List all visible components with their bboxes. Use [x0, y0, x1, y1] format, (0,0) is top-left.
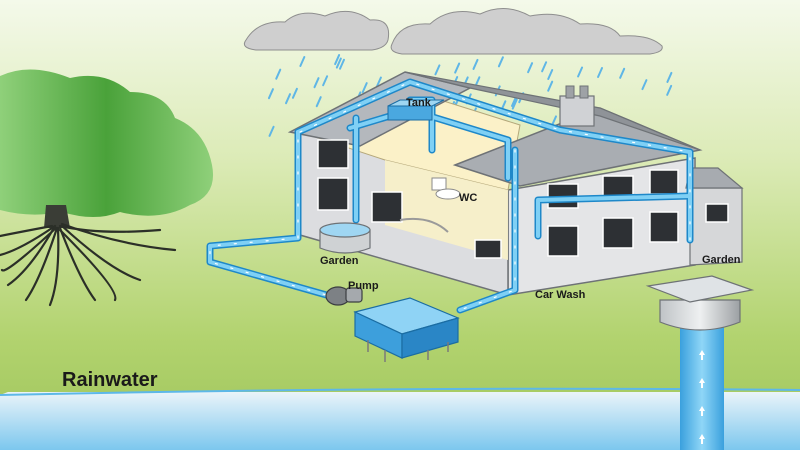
rain-drop: [315, 96, 322, 108]
rain-drop: [275, 68, 282, 80]
diagram-title: Rainwater: [62, 369, 158, 391]
up-arrow-icon: [699, 406, 705, 416]
rain-drop: [619, 67, 626, 79]
rain-drop: [597, 66, 604, 78]
ground-water: [0, 392, 800, 450]
label-tank: Tank: [406, 97, 432, 109]
rain-drop: [285, 93, 292, 105]
label-garden-right: Garden: [702, 254, 741, 266]
well-icon: [645, 275, 755, 450]
rain-drop: [547, 80, 554, 92]
up-arrow-icon: [699, 378, 705, 388]
rain-drop: [434, 64, 441, 76]
rain-drop: [666, 71, 673, 83]
rain-drop: [472, 58, 479, 70]
rain-drop: [267, 88, 274, 100]
rain-drop: [497, 56, 504, 68]
rain-drop: [511, 95, 518, 107]
rain-drop: [335, 57, 342, 69]
water-pipes: [206, 78, 694, 314]
rain-drop: [313, 77, 320, 89]
rain-drop: [641, 79, 648, 91]
tree-icon: [0, 69, 214, 307]
rain-drop: [577, 66, 584, 78]
pump-icon: [325, 286, 363, 306]
rain-barrel-icon: [319, 222, 371, 254]
rain-drop: [541, 61, 548, 73]
tank-icon: [387, 99, 445, 121]
rain-drop: [511, 98, 518, 110]
rain-drop: [299, 55, 306, 67]
label-car-wash: Car Wash: [535, 289, 586, 301]
rain-drop: [550, 115, 557, 127]
rain-drop: [339, 58, 346, 70]
rain-drop: [527, 62, 534, 74]
rain-drop: [666, 84, 673, 96]
label-wc: WC: [459, 192, 477, 204]
house-icon: [287, 71, 744, 296]
storage-tank-icon: [353, 297, 460, 362]
rain-drop: [334, 54, 341, 66]
rain-drop: [361, 82, 368, 94]
label-pump: Pump: [348, 280, 379, 292]
rain-drop: [547, 69, 554, 81]
rain-drop: [322, 75, 329, 87]
up-arrow-icon: [699, 434, 705, 444]
rain-drop: [375, 76, 382, 88]
up-arrow-icon: [699, 350, 705, 360]
rain-drop: [268, 125, 275, 137]
rain-drop: [291, 87, 298, 99]
cloud-icon: [243, 8, 663, 55]
label-garden-left: Garden: [320, 255, 359, 267]
toilet-icon: [431, 177, 461, 200]
rain-drop: [454, 62, 461, 74]
